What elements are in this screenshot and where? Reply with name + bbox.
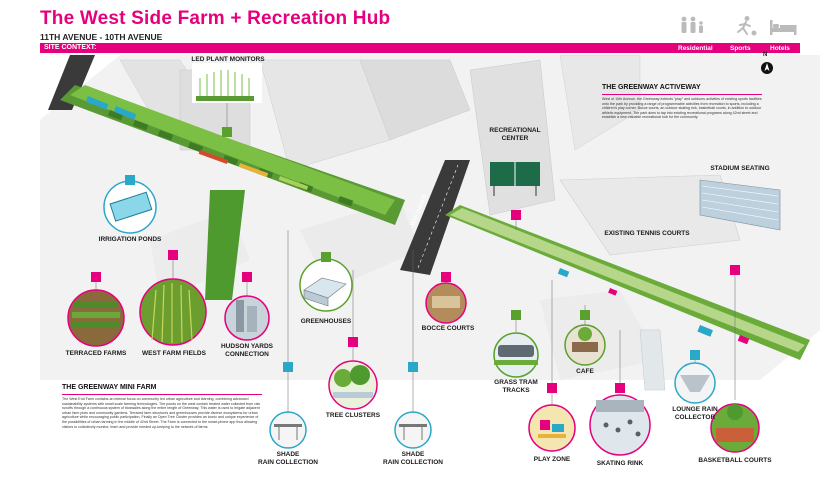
irrigation-ponds-label: IRRIGATION PONDS bbox=[98, 236, 162, 243]
west-farm-fields-label: WEST FARM FIELDS bbox=[142, 350, 206, 357]
bocce-courts-circle bbox=[425, 282, 467, 324]
lounge-rain-line2: COLLECTOR bbox=[674, 414, 716, 421]
minifarm-rule bbox=[62, 394, 262, 395]
page-title: The West Side Farm + Recreation Hub bbox=[40, 8, 391, 29]
tennis-court-building bbox=[559, 174, 741, 256]
play-zone-circle bbox=[528, 404, 576, 452]
page-subtitle: 11TH AVENUE - 10TH AVENUE bbox=[40, 32, 163, 42]
activeway-title: THE GREENWAY ACTIVEWAY bbox=[602, 84, 701, 91]
shade-rain-circle-1 bbox=[269, 411, 307, 449]
led-plant-monitors-image bbox=[192, 63, 262, 103]
east-activity-pads bbox=[557, 268, 713, 337]
hudson-yards-line2: CONNECTION bbox=[225, 351, 269, 358]
crop-color-strips bbox=[198, 150, 309, 191]
grass-tram-circle bbox=[493, 332, 539, 378]
skating-rink-map bbox=[639, 329, 666, 391]
greenhouses-circle bbox=[299, 258, 353, 312]
sports-runner-icon[interactable] bbox=[730, 15, 760, 37]
residential-family-icon[interactable] bbox=[678, 15, 708, 37]
shade-rain-1-line2: RAIN COLLECTION bbox=[258, 459, 318, 466]
category-residential-label[interactable]: Residential bbox=[678, 45, 713, 52]
minifarm-text: The West End Farm contains an intense fo… bbox=[62, 397, 261, 429]
recreational-center-line1: RECREATIONAL bbox=[489, 127, 541, 134]
activeway-text: West of 10th Avenue, the Greenway extend… bbox=[602, 97, 762, 120]
hudson-yards-circle bbox=[224, 295, 270, 341]
tree-clusters-label: TREE CLUSTERS bbox=[325, 412, 381, 419]
tenth-ave-centerline bbox=[417, 164, 459, 269]
grass-tram-tracks-label: GRASS TRAM TRACKS bbox=[490, 379, 542, 395]
shade-rain-collection-2-label: SHADE RAIN COLLECTION bbox=[378, 451, 448, 467]
recreational-center-image bbox=[490, 162, 540, 196]
minifarm-title: THE GREENWAY MINI FARM bbox=[62, 384, 157, 391]
site-context-label: SITE CONTEXT: bbox=[44, 44, 97, 51]
led-plant-monitors-label: LED PLANT MONITORS bbox=[191, 56, 265, 63]
west-farm-fields-circle bbox=[139, 278, 207, 346]
basketball-courts-circle bbox=[710, 403, 760, 453]
east-magenta-pads bbox=[608, 287, 750, 345]
hudson-yards-green bbox=[205, 190, 245, 300]
lounge-rain-circle bbox=[674, 362, 716, 404]
skating-rink-circle bbox=[589, 394, 651, 456]
hotel-bed-icon[interactable] bbox=[768, 15, 798, 37]
terraced-farms-label: TERRACED FARMS bbox=[65, 350, 127, 357]
terraced-farms-circle bbox=[67, 289, 125, 347]
eleventh-avenue-road bbox=[48, 55, 95, 110]
leader-end-icons bbox=[91, 127, 740, 393]
category-hotels-label[interactable]: Hotels bbox=[770, 45, 790, 52]
greenway-west-farm bbox=[70, 85, 395, 215]
recreational-center-label: RECREATIONAL CENTER bbox=[483, 127, 547, 143]
shade-rain-2-line2: RAIN COLLECTION bbox=[383, 459, 443, 466]
lounge-rain-line1: LOUNGE RAIN bbox=[672, 406, 718, 413]
greenhouses-label: GREENHOUSES bbox=[300, 318, 352, 325]
skating-rink-label: SKATING RINK bbox=[596, 460, 644, 467]
activeway-rule bbox=[602, 94, 762, 95]
building-block-mid2 bbox=[359, 59, 471, 141]
shade-rain-circle-2 bbox=[394, 411, 432, 449]
recreational-center-line2: CENTER bbox=[501, 135, 529, 142]
lounge-rain-collector-label: LOUNGE RAIN COLLECTOR bbox=[665, 406, 725, 422]
tenth-avenue-road bbox=[400, 160, 470, 275]
shade-rain-2-line1: SHADE bbox=[401, 451, 425, 458]
stadium-seating-image bbox=[699, 179, 781, 231]
greenway-east-path bbox=[450, 208, 805, 352]
stadium-seating-label: STADIUM SEATING bbox=[710, 165, 770, 172]
irrigation-ponds-map bbox=[85, 96, 137, 120]
hudson-yards-label: HUDSON YARDS CONNECTION bbox=[218, 343, 276, 359]
grass-tram-line2: TRACKS bbox=[502, 387, 530, 394]
cafe-circle bbox=[564, 324, 606, 366]
site-context-band bbox=[40, 43, 800, 53]
cafe-label: CAFE bbox=[576, 368, 594, 375]
bocce-courts-label: BOCCE COURTS bbox=[421, 325, 475, 332]
existing-tennis-courts-label: EXISTING TENNIS COURTS bbox=[604, 230, 690, 237]
grass-tram-line1: GRASS TRAM bbox=[494, 379, 538, 386]
shade-rain-1-line1: SHADE bbox=[276, 451, 300, 458]
north-arrow-icon bbox=[761, 62, 773, 74]
hudson-yards-line1: HUDSON YARDS bbox=[220, 343, 273, 350]
shade-rain-collection-1-label: SHADE RAIN COLLECTION bbox=[253, 451, 323, 467]
irrigation-ponds-circle bbox=[103, 180, 157, 234]
north-arrow: N bbox=[760, 52, 774, 76]
play-zone-label: PLAY ZONE bbox=[533, 456, 571, 463]
basketball-courts-label: BASKETBALL COURTS bbox=[698, 457, 772, 464]
tree-clusters-circle bbox=[328, 360, 378, 410]
north-label: N bbox=[763, 52, 768, 58]
building-tower-right bbox=[559, 54, 641, 151]
category-sports-label[interactable]: Sports bbox=[730, 45, 751, 52]
